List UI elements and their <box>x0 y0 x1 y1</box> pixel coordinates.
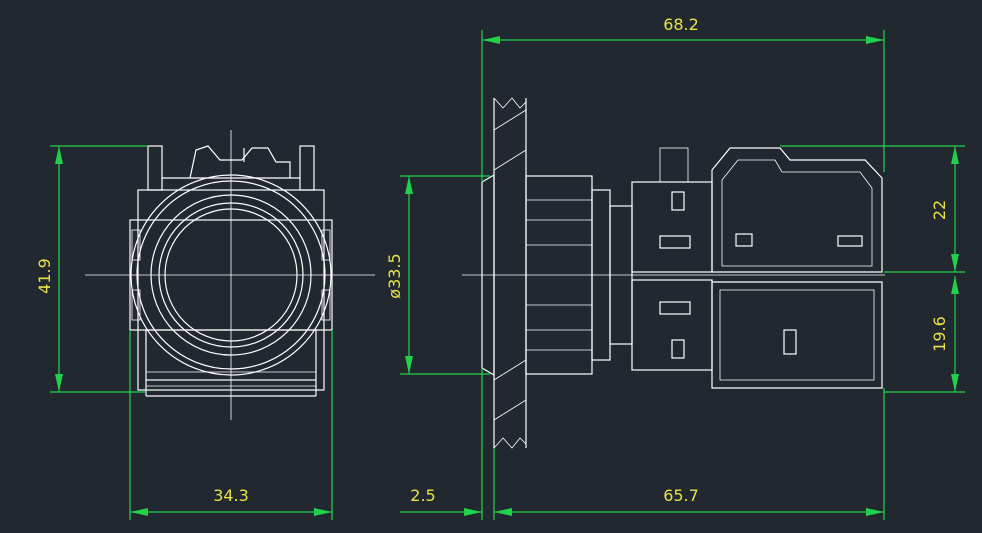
dimension-upper-block: 22 <box>930 200 949 220</box>
dimension-height: 41.9 <box>35 258 54 294</box>
dimension-panel-offset: 2.5 <box>410 486 435 505</box>
dimension-lines <box>50 30 965 520</box>
front-view <box>85 130 375 420</box>
dimension-body-length: 65.7 <box>663 486 699 505</box>
dimension-lower-block: 19.6 <box>930 316 949 352</box>
dimension-overall-length: 68.2 <box>663 15 699 34</box>
side-view <box>462 97 885 449</box>
dimension-width: 34.3 <box>213 486 249 505</box>
dimension-diameter: ø33.5 <box>385 253 404 298</box>
